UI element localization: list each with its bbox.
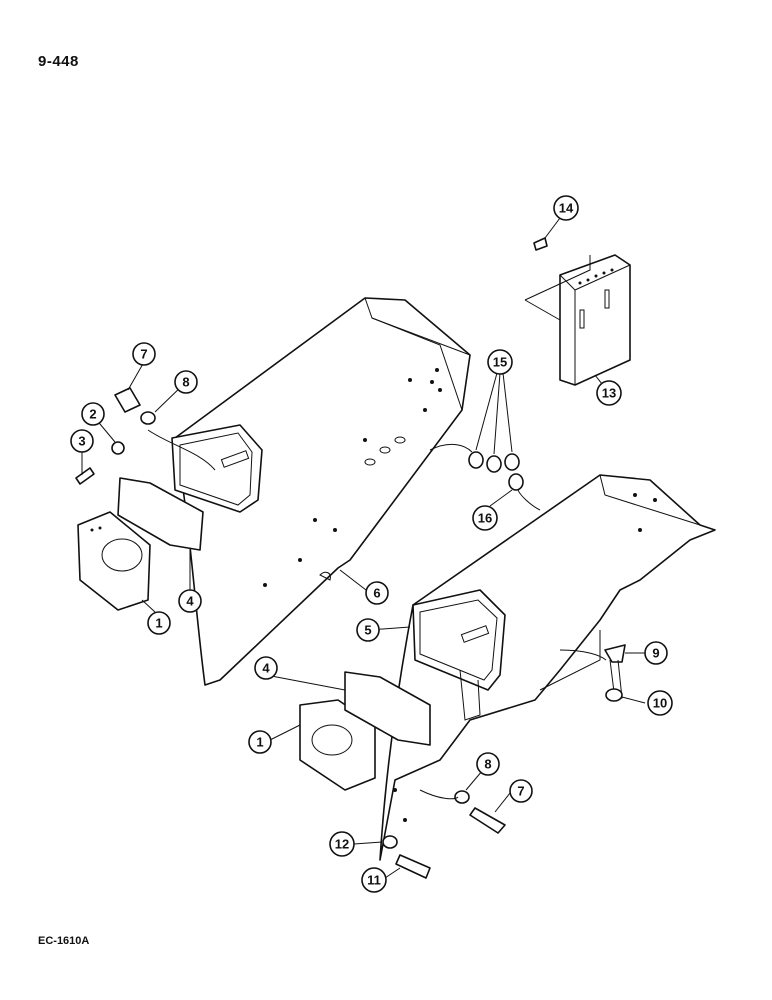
svg-text:11: 11 [367, 873, 381, 888]
svg-text:7: 7 [517, 784, 524, 799]
callout-14: 14 [553, 195, 579, 221]
callout-7b: 7 [509, 779, 533, 803]
lamp-plate-lower [299, 699, 376, 791]
svg-text:2: 2 [89, 407, 96, 422]
right-fender [379, 474, 716, 861]
svg-text:7: 7 [140, 347, 147, 362]
callout-1b: 1 [248, 730, 272, 754]
callout-8a: 8 [174, 370, 198, 394]
left-fender [171, 297, 471, 686]
callout-10: 10 [647, 690, 673, 716]
svg-text:4: 4 [186, 594, 194, 609]
callout-6: 6 [365, 581, 389, 605]
callout-15: 15 [487, 349, 513, 375]
svg-text:6: 6 [373, 586, 380, 601]
callout-3: 3 [70, 429, 94, 453]
svg-text:9: 9 [652, 646, 659, 661]
svg-text:13: 13 [602, 386, 616, 401]
callout-4b: 4 [254, 656, 278, 680]
callout-8b: 8 [476, 752, 500, 776]
callout-1a: 1 [147, 611, 171, 635]
reference-code: EC-1610A [38, 935, 90, 947]
svg-text:12: 12 [335, 837, 349, 852]
lamp-lens-lower [344, 671, 431, 746]
svg-text:1: 1 [155, 616, 162, 631]
svg-text:8: 8 [484, 757, 491, 772]
lamp-lens-upper [117, 477, 204, 551]
callout-16: 16 [472, 505, 498, 531]
callout-4a: 4 [178, 589, 202, 613]
callout-12: 12 [329, 831, 355, 857]
callout-7a: 7 [132, 342, 156, 366]
callout-9: 9 [644, 641, 668, 665]
svg-text:4: 4 [262, 661, 270, 676]
svg-text:8: 8 [182, 375, 189, 390]
callout-11: 11 [361, 867, 387, 893]
callout-5: 5 [356, 618, 380, 642]
svg-text:14: 14 [559, 201, 574, 216]
svg-text:5: 5 [364, 623, 371, 638]
lamp-plate-upper [77, 511, 151, 611]
hitch-plate [524, 254, 631, 386]
hardware [75, 237, 626, 879]
callout-13: 13 [596, 380, 622, 406]
svg-text:1: 1 [256, 735, 263, 750]
callout-2: 2 [81, 402, 105, 426]
svg-text:3: 3 [78, 434, 85, 449]
svg-text:10: 10 [653, 696, 667, 711]
svg-text:16: 16 [478, 511, 492, 526]
svg-text:15: 15 [493, 355, 507, 370]
page-number: 9-448 [38, 53, 79, 70]
